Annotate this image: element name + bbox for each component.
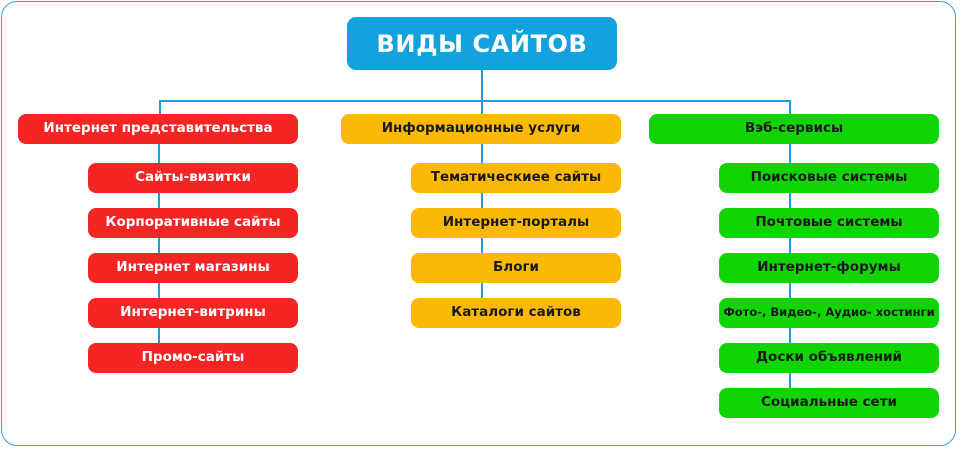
root-node-label: ВИДЫ САЙТОВ xyxy=(376,29,588,58)
branch-1-item-5-label: Промо-сайты xyxy=(141,349,245,366)
branch-3-item-4-label: Фото-, Видео-, Аудио- хостинги xyxy=(723,305,935,320)
branch-2-item-3[interactable]: Блоги xyxy=(411,253,621,283)
connector-bus xyxy=(159,100,791,102)
branch-1-item-2-label: Корпоративные сайты xyxy=(105,214,281,231)
branch-3-item-6[interactable]: Социальные сети xyxy=(719,388,939,418)
branch-1-item-3[interactable]: Интернет магазины xyxy=(88,253,298,283)
branch-3-item-2-label: Почтовые системы xyxy=(755,214,903,231)
branch-3-item-5-label: Доски объявлений xyxy=(756,349,902,366)
branch-1-item-1[interactable]: Сайты-визитки xyxy=(88,163,298,193)
branch-head-2[interactable]: Информационные услуги xyxy=(341,114,621,144)
branch-head-3-label: Вэб-сервисы xyxy=(744,120,844,137)
branch-2-item-1-label: Тематическиее сайты xyxy=(430,169,602,186)
branch-head-2-label: Информационные услуги xyxy=(381,120,581,137)
branch-head-1-label: Интернет представительства xyxy=(43,120,273,137)
branch-2-item-2[interactable]: Интернет-порталы xyxy=(411,208,621,238)
branch-2-item-3-label: Блоги xyxy=(493,259,539,276)
root-node-viditsaytov[interactable]: ВИДЫ САЙТОВ xyxy=(347,17,617,70)
branch-1-item-5[interactable]: Промо-сайты xyxy=(88,343,298,373)
branch-3-item-3[interactable]: Интернет-форумы xyxy=(719,253,939,283)
branch-1-item-4[interactable]: Интернет-витрины xyxy=(88,298,298,328)
branch-2-item-4[interactable]: Каталоги сайтов xyxy=(411,298,621,328)
branch-3-item-1[interactable]: Поисковые системы xyxy=(719,163,939,193)
branch-1-item-2[interactable]: Корпоративные сайты xyxy=(88,208,298,238)
branch-1-item-4-label: Интернет-витрины xyxy=(120,304,266,321)
branch-head-3[interactable]: Вэб-сервисы xyxy=(649,114,939,144)
branch-3-item-2[interactable]: Почтовые системы xyxy=(719,208,939,238)
branch-head-1[interactable]: Интернет представительства xyxy=(18,114,298,144)
branch-2-item-4-label: Каталоги сайтов xyxy=(451,304,581,321)
branch-3-item-6-label: Социальные сети xyxy=(760,394,897,411)
branch-2-item-2-label: Интернет-порталы xyxy=(442,214,590,231)
branch-1-item-3-label: Интернет магазины xyxy=(116,259,270,276)
branch-3-item-4[interactable]: Фото-, Видео-, Аудио- хостинги xyxy=(719,298,939,328)
connector-drop-branch-3 xyxy=(789,100,791,114)
branch-3-item-5[interactable]: Доски объявлений xyxy=(719,343,939,373)
branch-3-item-3-label: Интернет-форумы xyxy=(757,259,901,276)
branch-1-item-1-label: Сайты-визитки xyxy=(135,169,251,186)
branch-2-item-1[interactable]: Тематическиее сайты xyxy=(411,163,621,193)
connector-drop-branch-2 xyxy=(481,100,483,114)
connector-drop-branch-1 xyxy=(159,100,161,114)
connector-root-stem xyxy=(481,70,483,114)
branch-3-item-1-label: Поисковые системы xyxy=(750,169,908,186)
